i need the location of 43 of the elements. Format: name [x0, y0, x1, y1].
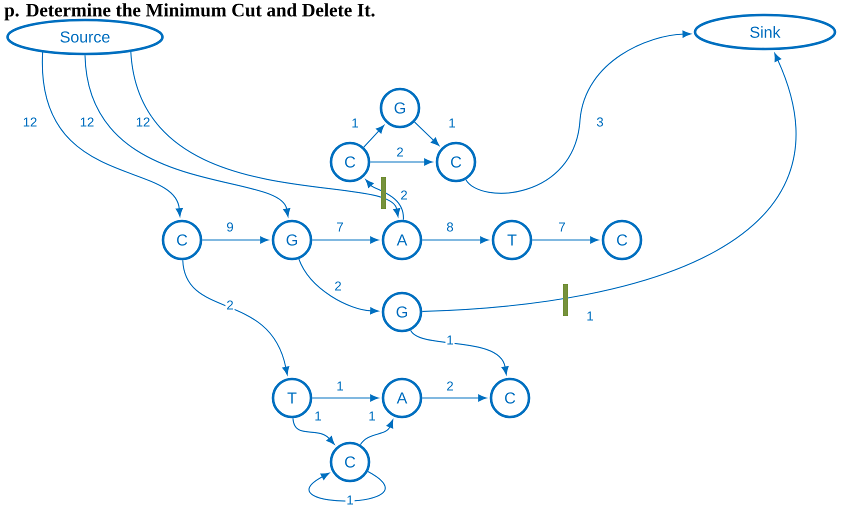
edge-label: 1	[335, 380, 345, 392]
edge-label: 2	[225, 299, 235, 310]
arrow	[410, 330, 509, 375]
edge-label: 2	[333, 280, 343, 292]
arrow	[422, 236, 489, 244]
arrow	[202, 236, 269, 244]
edge-label: 12	[22, 116, 38, 128]
edge-label: 1	[367, 410, 377, 422]
edge-label: 3	[595, 116, 605, 128]
edge-label: 7	[557, 222, 567, 232]
edge-label: 1	[313, 410, 323, 422]
edge-label: 1	[447, 118, 457, 128]
edge-label: 2	[399, 189, 409, 201]
edge-label: 12	[78, 116, 96, 128]
arrow	[298, 258, 379, 314]
arrow	[182, 260, 290, 375]
arrow	[414, 122, 440, 146]
arrow	[532, 236, 599, 244]
arrow	[365, 179, 404, 220]
edge-label: 2	[445, 380, 455, 392]
edge-label: 2	[395, 146, 405, 158]
edge-label: 7	[335, 222, 345, 232]
arrow	[363, 125, 384, 148]
edge-label: 1	[445, 334, 455, 346]
arrow	[42, 52, 183, 217]
edge-label: 1	[585, 310, 595, 322]
edge-label: 1	[350, 118, 360, 128]
arrow	[360, 420, 394, 445]
edge-label: 9	[225, 221, 235, 233]
edge-label: 8	[445, 221, 455, 233]
arrow	[465, 30, 691, 194]
arrow	[308, 471, 386, 502]
arrow	[292, 418, 335, 445]
edge-label: 1	[345, 494, 355, 506]
arrow	[422, 53, 796, 312]
arrow	[312, 394, 379, 402]
title: p. Determine the Minimum Cut and Delete It.	[4, 3, 375, 20]
arrow	[130, 52, 400, 217]
arrow	[84, 55, 290, 217]
arrow	[370, 158, 433, 166]
arrow	[422, 394, 487, 402]
arrow	[312, 236, 379, 244]
edge-label: 12	[134, 116, 152, 128]
